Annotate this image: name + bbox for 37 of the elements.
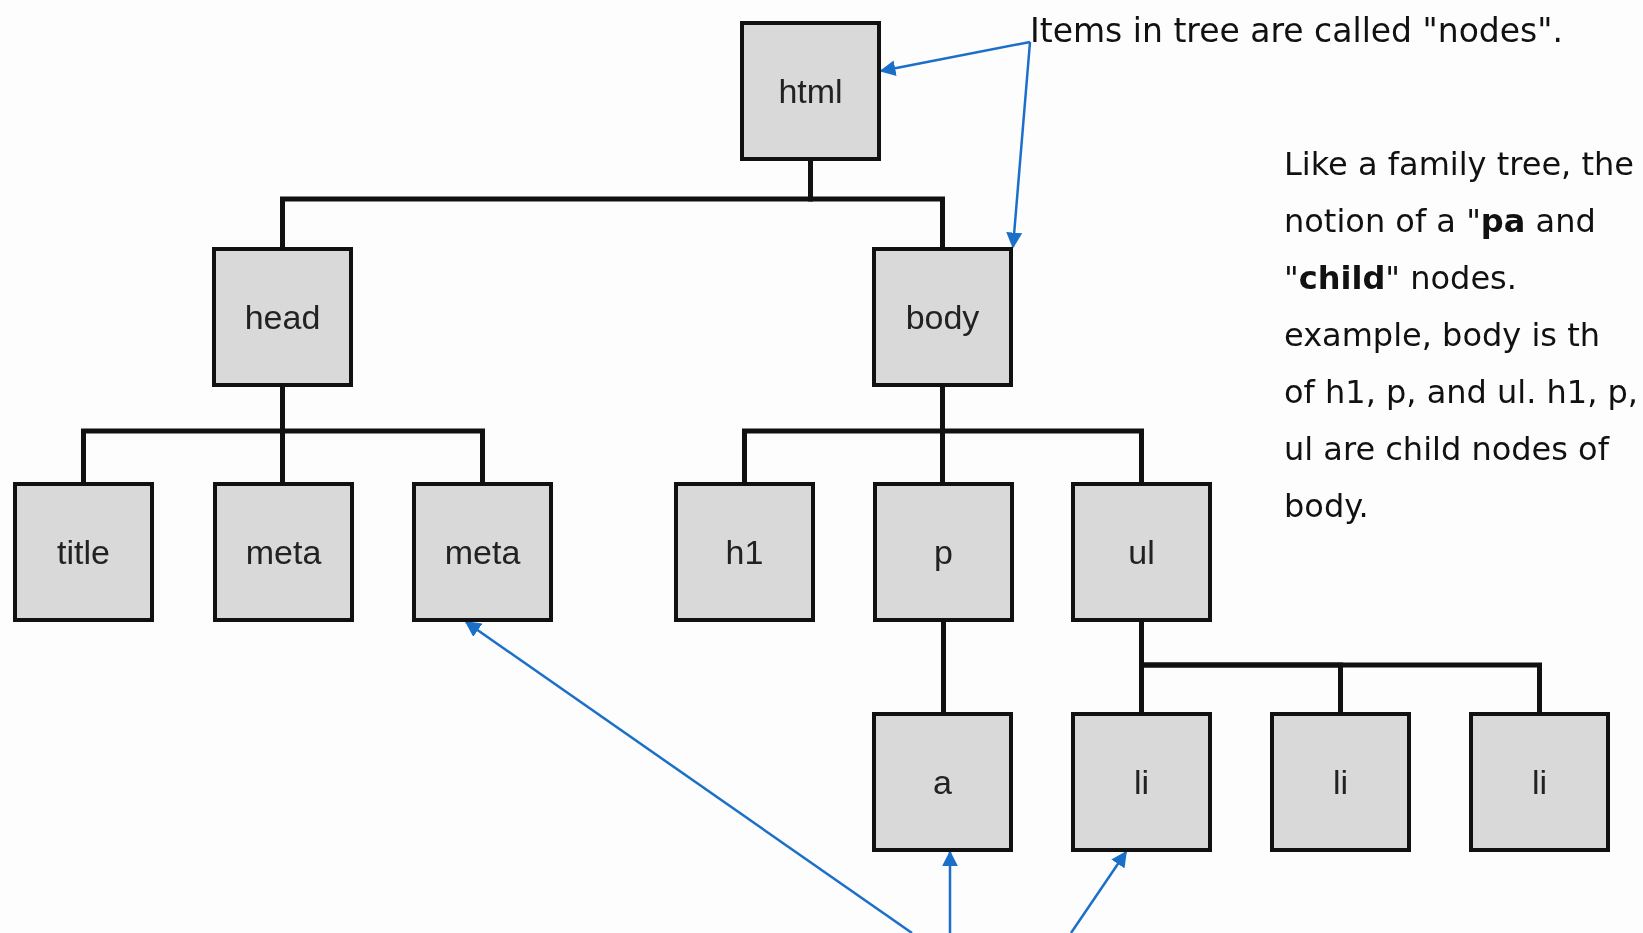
node-label: h1 xyxy=(725,532,764,572)
callout-arrow xyxy=(1069,850,1128,933)
tree-node-box xyxy=(740,21,881,161)
node-label: p xyxy=(934,532,953,572)
node-label: meta xyxy=(444,532,521,572)
node-label: ul xyxy=(1128,532,1155,572)
tree-connector xyxy=(941,622,946,712)
callout-arrow xyxy=(464,620,913,933)
node-label: li xyxy=(1332,762,1349,802)
tree-node-box xyxy=(1071,712,1212,852)
node-label: head xyxy=(244,297,321,337)
tree-connector xyxy=(280,387,485,482)
node-label: meta xyxy=(245,532,322,572)
callout-arrow xyxy=(942,850,958,933)
tree-node-box xyxy=(872,712,1013,852)
tree-node-box xyxy=(1270,712,1411,852)
tree-node-box xyxy=(412,482,553,622)
node-label: li xyxy=(1133,762,1150,802)
tree-node-box xyxy=(674,482,815,622)
tree-node-box xyxy=(213,482,354,622)
tree-node-box xyxy=(1071,482,1212,622)
callout-text: Items in tree are called "nodes". xyxy=(1030,6,1635,54)
node-label: a xyxy=(933,762,952,802)
tree-connector xyxy=(1139,622,1542,712)
callout-arrow xyxy=(1006,41,1032,249)
node-label: body xyxy=(905,297,980,337)
tree-node-box xyxy=(872,247,1013,387)
tree-node-box xyxy=(13,482,154,622)
node-label: title xyxy=(57,532,110,572)
tree-connector xyxy=(808,161,945,247)
node-label: html xyxy=(778,71,843,111)
node-label: li xyxy=(1531,762,1548,802)
tree-connector xyxy=(940,387,1144,482)
explanation-text: Like a family tree, the notion of a "pa and "child" nodes. example, body is th of h1, p, and ul. h1, p, ul are child nodes of body. xyxy=(1284,144,1639,527)
tree-node-box xyxy=(212,247,353,387)
tree-node-box xyxy=(873,482,1014,622)
tree-node-box xyxy=(1469,712,1610,852)
